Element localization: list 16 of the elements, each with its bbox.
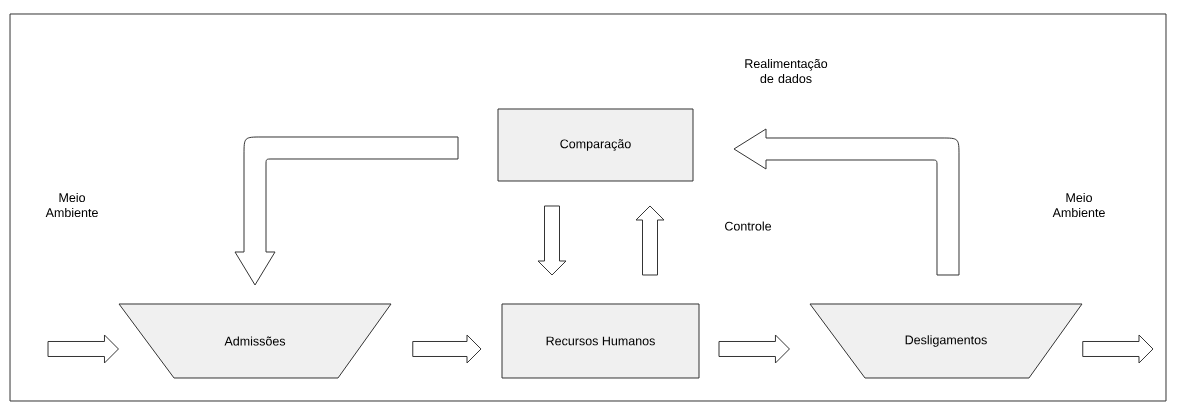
block-arrow — [412, 334, 482, 364]
text-label: Meio Ambiente — [45, 192, 98, 218]
trapezoid-box: Desligamentos — [809, 303, 1083, 379]
text-label: Controle — [725, 221, 772, 231]
block-arrow — [718, 334, 790, 364]
process-box: Comparação — [497, 108, 694, 182]
block-arrow — [47, 334, 119, 364]
trapezoid-box: Admissões — [118, 303, 392, 379]
block-arrow — [1082, 334, 1154, 364]
process-box: Recursos Humanos — [501, 303, 700, 379]
block-arrow — [635, 205, 665, 276]
text-label: Meio Ambiente — [1052, 192, 1105, 218]
block-arrow — [234, 136, 459, 286]
text-label: Realimentação de dados — [745, 58, 828, 84]
block-arrow — [537, 205, 567, 276]
block-arrow — [733, 128, 960, 276]
